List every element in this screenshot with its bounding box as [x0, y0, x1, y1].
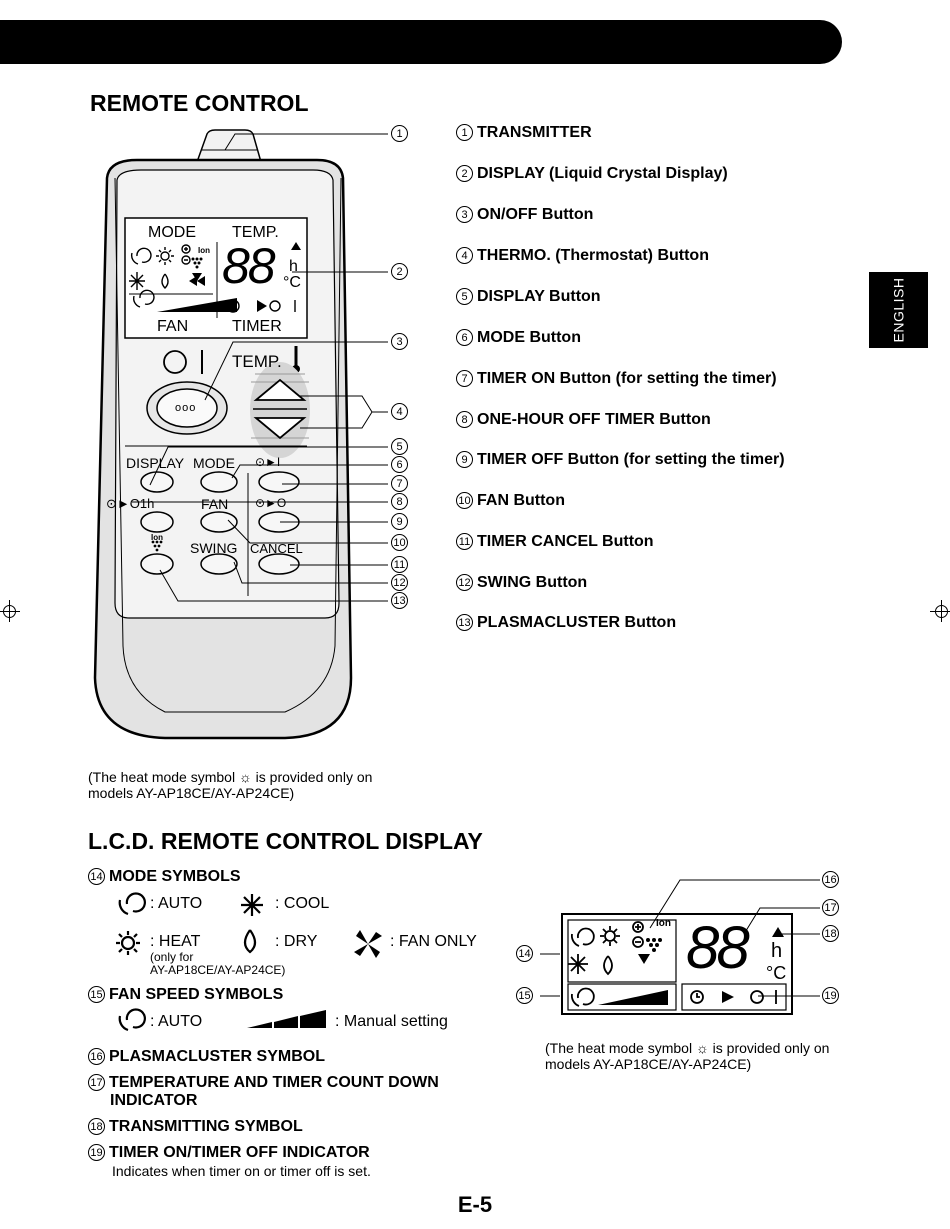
callout-11: 11 [391, 556, 412, 574]
one-hour-button-label: ⊙►O1h [106, 496, 155, 511]
callout-8: 8 [391, 493, 412, 511]
callout-10: 10 [391, 534, 412, 552]
callout-5: 5 [391, 438, 412, 456]
cancel-button-label: CANCEL [250, 541, 303, 556]
lcd-temp-label: TEMP. [232, 224, 279, 241]
header-bar [0, 20, 842, 64]
lcd-ion-label: Ion [198, 246, 210, 255]
heat-note-line-2: AY-AP18CE/AY-AP24CE) [150, 963, 286, 977]
onoff-button[interactable]: ooo [175, 402, 197, 414]
remote-control-illustration [93, 129, 353, 740]
big-lcd-digits: 88 [686, 914, 750, 981]
callout-18: 18 [822, 925, 843, 943]
mode-dry-icon [240, 928, 266, 954]
callout-2: 2 [391, 263, 412, 281]
lcd-digits: 88 [222, 238, 276, 294]
big-lcd-illustration [561, 913, 793, 1015]
timer-indicator-description: Indicates when timer on or timer off is … [112, 1163, 371, 1179]
callout-16: 16 [822, 871, 843, 889]
page-number: E-5 [457, 1192, 493, 1217]
lcd-fan-label: FAN [157, 318, 189, 335]
mode-auto-icon [118, 892, 144, 918]
fan-speed-icons [118, 1008, 326, 1032]
remote-heat-note: (The heat mode symbol ☼ is provided only… [88, 769, 373, 801]
callout-19: 19 [822, 987, 843, 1005]
big-lcd-degree-unit: °C [766, 963, 787, 983]
lcd-mode-label: MODE [148, 224, 196, 241]
callout-3: 3 [391, 333, 412, 351]
mode-dry-label: : DRY [275, 933, 318, 950]
swing-button-label: SWING [190, 540, 238, 556]
fan-auto-label: : AUTO [150, 1013, 203, 1030]
mode-auto-label: : AUTO [150, 895, 203, 912]
lcd-hour-unit: h [289, 258, 298, 275]
lcd-heat-note: (The heat mode symbol ☼ is provided only… [545, 1040, 830, 1072]
mode-button-label: MODE [193, 455, 235, 471]
callout-12: 12 [391, 574, 412, 592]
ion-button-label: Ion [151, 533, 163, 542]
callout-9: 9 [391, 513, 412, 531]
fan-button-label: FAN [201, 496, 229, 512]
lcd-section-title: L.C.D. REMOTE CONTROL DISPLAY [88, 828, 483, 854]
callout-6: 6 [391, 456, 412, 474]
mode-heat-icon [116, 930, 142, 956]
callout-1: 1 [391, 125, 412, 143]
callout-17: 17 [822, 899, 843, 917]
mode-fan-only-label: : FAN ONLY [390, 933, 477, 950]
temp-label: TEMP. [232, 352, 282, 371]
fan-auto-icon [118, 1008, 144, 1034]
timer-off-button-label: ⊙►O [255, 496, 287, 510]
callout-7: 7 [391, 475, 412, 493]
callout-15: 15 [516, 987, 537, 1005]
big-lcd-ion-label: Ion [656, 918, 671, 929]
remote-callout-lines [132, 133, 388, 602]
heat-note-line-1: (only for [150, 950, 194, 964]
fan-manual-icon [246, 1008, 328, 1030]
display-button-label: DISPLAY [126, 455, 185, 471]
mode-symbol-icons [116, 892, 382, 958]
remote-control-title: REMOTE CONTROL [90, 90, 309, 116]
lcd-timer-label: TIMER [232, 318, 282, 335]
mode-cool-label: : COOL [275, 895, 330, 912]
mode-fan-only-icon [354, 928, 380, 954]
mode-cool-icon [240, 892, 266, 918]
callout-14: 14 [516, 945, 537, 963]
fan-manual-label: : Manual setting [335, 1013, 448, 1030]
mode-heat-label: : HEAT [150, 933, 201, 950]
big-lcd-hour-unit: h [771, 940, 783, 962]
callout-13: 13 [391, 592, 412, 610]
lcd-degree-unit: °C [283, 274, 301, 291]
callout-4: 4 [391, 403, 412, 421]
big-lcd-callout-lines [540, 879, 820, 997]
language-tab: ENGLISH [869, 272, 928, 348]
